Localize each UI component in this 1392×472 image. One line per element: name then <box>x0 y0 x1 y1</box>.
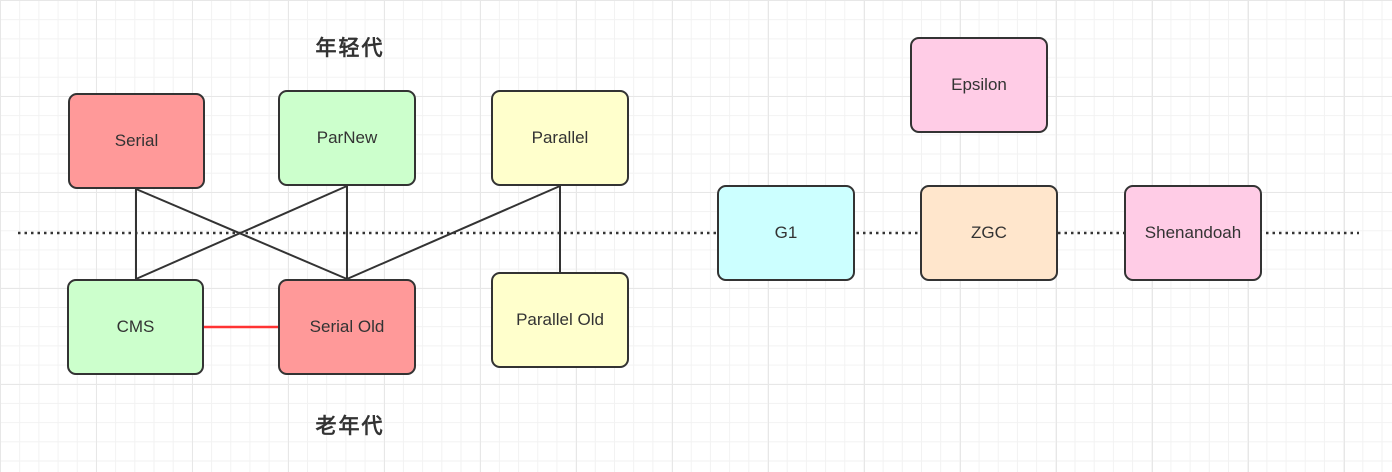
node-label-parallel-old: Parallel Old <box>516 309 604 329</box>
node-label-serial-old: Serial Old <box>309 316 385 336</box>
node-serial-old[interactable]: Serial Old <box>278 279 416 375</box>
node-label-epsilon: Epsilon <box>951 74 1007 94</box>
node-label-parallel: Parallel <box>531 127 589 147</box>
node-epsilon[interactable]: Epsilon <box>910 37 1048 133</box>
edge-parnew-to-cms <box>135 185 348 280</box>
edge-serial-to-serial-old <box>135 188 348 280</box>
young-generation-label: 年轻代 <box>315 37 385 60</box>
node-zgc[interactable]: ZGC <box>920 185 1058 281</box>
node-cms[interactable]: CMS <box>67 279 204 375</box>
node-parnew[interactable]: ParNew <box>278 90 416 186</box>
node-parallel-old[interactable]: Parallel Old <box>491 272 629 368</box>
node-label-cms: CMS <box>116 316 155 336</box>
node-parallel[interactable]: Parallel <box>491 90 629 186</box>
node-serial[interactable]: Serial <box>68 93 205 189</box>
node-label-g1: G1 <box>774 222 798 242</box>
old-generation-label: 老年代 <box>315 415 385 438</box>
node-g1[interactable]: G1 <box>717 185 855 281</box>
edge-parallel-to-serial-old <box>346 185 561 280</box>
node-label-shenandoah: Shenandoah <box>1144 222 1242 242</box>
node-label-zgc: ZGC <box>971 222 1007 242</box>
node-label-parnew: ParNew <box>316 127 378 147</box>
node-shenandoah[interactable]: Shenandoah <box>1124 185 1262 281</box>
node-label-serial: Serial <box>114 130 159 150</box>
